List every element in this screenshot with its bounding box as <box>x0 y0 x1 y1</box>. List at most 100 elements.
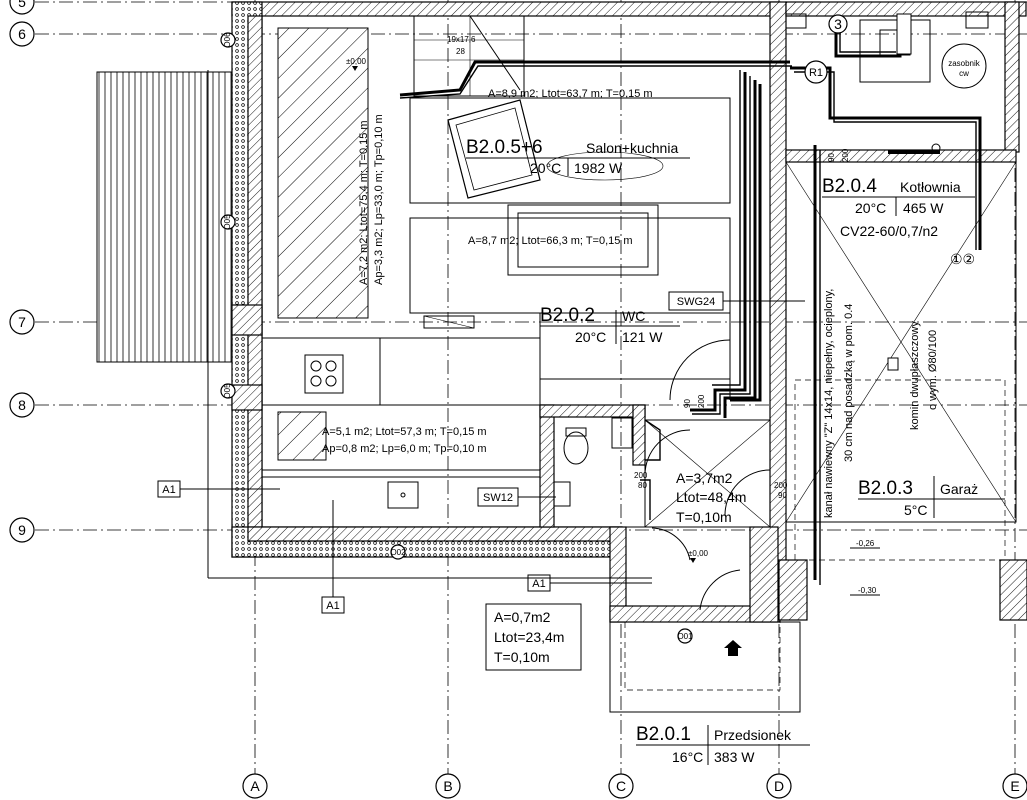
room-przedsionek-name: Przedsionek <box>714 727 792 743</box>
edge-zone-kitchen <box>277 411 327 461</box>
room-diagonals <box>644 161 1017 528</box>
room-label-przedsionek: B2.0.1 Przedsionek 16°C 383 W <box>636 724 810 765</box>
window-code-top: O06 <box>223 32 232 48</box>
zasobnik-label-2: cw <box>959 69 969 78</box>
grid-row-9: 9 <box>18 522 26 538</box>
salon-carpet <box>447 99 541 199</box>
room-wc-code: B2.0.2 <box>540 305 595 326</box>
note-kanal-2: 30 cm nad posadzką w pom. 0.4 <box>843 304 855 462</box>
loop-4-label-2: Ap=0,8 m2; Lp=6,0 m; Tp=0,10 m <box>322 443 487 455</box>
door-dim-d4-w: 90 <box>827 153 836 162</box>
loop-6-area: A=0,7m2 <box>494 609 551 625</box>
tag-sw12: SW12 <box>483 492 513 504</box>
doors <box>644 339 771 611</box>
door-dimensions: 200 80 200 90 90 200 90 200 <box>634 148 850 500</box>
loop-3-label-2: Ap=3,3 m2; Lp=33,0 m; Tp=0,10 m <box>373 114 385 285</box>
room-przedsionek-code: B2.0.1 <box>636 724 691 745</box>
tag-boxes: A1 A1 A1 SWG24 SW12 <box>157 70 805 614</box>
stairs: 19x17,6 28 <box>413 15 525 97</box>
room-przedsionek-power: 383 W <box>714 749 755 765</box>
door-dim-d1-w: 200 <box>634 471 648 480</box>
room-label-garaz: B2.0.3 Garaż 5°C <box>858 476 1005 518</box>
grid-col-bubbles: A B C D E <box>242 773 1027 799</box>
grid-col-e: E <box>1010 778 1019 794</box>
room-garaz-code: B2.0.3 <box>858 478 913 499</box>
door-dim-d2-w: 200 <box>774 481 788 490</box>
room-label-wc: B2.0.2 WC 20°C 121 W <box>540 305 680 345</box>
tag-circle-12: ①② <box>950 251 975 267</box>
tag-a1-left: A1 <box>162 484 175 496</box>
grid-col-b: B <box>443 778 452 794</box>
tag-r1: R1 <box>809 67 823 79</box>
note-kanal-1: kanał nawiewny "Z" 14x14, niepełny, ocie… <box>823 289 835 518</box>
room-wc-name: WC <box>622 308 645 324</box>
kitchen-fixtures <box>304 315 475 509</box>
notes: kanał nawiewny "Z" 14x14, niepełny, ocie… <box>823 289 939 518</box>
loop-5-spacing: T=0,10m <box>676 509 732 525</box>
loop-4-label-1: A=5,1 m2; Ltot=57,3 m; T=0,15 m <box>322 426 487 438</box>
door-dim-d3-h: 200 <box>697 394 706 408</box>
door-dim-d4-h: 200 <box>841 148 850 162</box>
room-wc-power: 121 W <box>622 329 663 345</box>
boiler-equipment: zasobnik cw <box>785 11 989 371</box>
loop-1-label: A=8,9 m2; Ltot=63,7 m; T=0,15 m <box>488 88 653 100</box>
heating-pipes <box>399 25 982 585</box>
door-dim-d2-h: 90 <box>778 491 787 500</box>
wc-fixtures <box>553 417 633 507</box>
tag-swg24: SWG24 <box>677 296 716 308</box>
loop-6-spacing: T=0,10m <box>494 649 550 665</box>
loop-5-length: Ltot=48,4m <box>676 489 746 505</box>
note-komin-2: o wym. Ø80/100 <box>927 330 939 410</box>
tag-a1-bottom: A1 <box>326 600 339 612</box>
level-entry: ±0,00 <box>688 549 709 558</box>
room-kotlownia-power: 465 W <box>903 200 944 216</box>
tag-a1-center: A1 <box>532 578 545 590</box>
room-garaz-temp: 5°C <box>904 502 928 518</box>
room-kotlownia-boiler: CV22-60/0,7/n2 <box>840 223 938 239</box>
note-komin-1: komin dwupłaszczowy <box>909 321 921 430</box>
tag-circle-3: 3 <box>834 16 842 32</box>
door-dim-d3-w: 90 <box>683 399 692 408</box>
door-dim-d1-h: 80 <box>638 481 647 490</box>
grid-row-bubbles: 5 6 7 8 9 <box>9 0 35 543</box>
window-code-bottom: O02 <box>390 548 406 557</box>
grid-row-8: 8 <box>18 397 26 413</box>
window-code-entry: O01 <box>677 632 693 641</box>
room-salon-code: B2.0.5+6 <box>466 137 543 158</box>
grid-col-c: C <box>616 778 626 794</box>
stairs-label-2: 28 <box>456 47 465 56</box>
grid-row-7: 7 <box>18 314 26 330</box>
room-salon-temp: 20°C <box>530 160 561 176</box>
grid-row-5: 5 <box>18 0 26 10</box>
level-garage-1: -0,26 <box>856 539 875 548</box>
loop-2-label: A=8,7 m2; Ltot=66,3 m; T=0,15 m <box>468 235 633 247</box>
level-marks: ±0,00 ±0,00 -0,26 -0,30 <box>346 57 880 596</box>
room-kotlownia-code: B2.0.4 <box>822 176 877 197</box>
circle-tags: R1 3 ①② <box>804 14 975 267</box>
edge-zone-salon <box>277 27 369 319</box>
room-kotlownia-name: Kotłownia <box>900 179 961 195</box>
zasobnik-label: zasobnik <box>948 59 981 68</box>
room-wc-temp: 20°C <box>575 329 606 345</box>
room-garaz-name: Garaż <box>940 481 978 497</box>
room-label-salon: B2.0.5+6 Salon+kuchnia 20°C 1982 W <box>466 137 690 181</box>
room-salon-power: 1982 W <box>574 160 623 176</box>
grid-col-a: A <box>250 778 260 794</box>
room-kotlownia-temp: 20°C <box>855 200 886 216</box>
level-garage-2: -0,30 <box>858 586 877 595</box>
loop-3-label-1: A=7,2 m2; Ltot=75,4 m; T=0,15 m <box>358 120 370 285</box>
loop-labels: A=8,9 m2; Ltot=63,7 m; T=0,15 m A=8,7 m2… <box>322 88 746 671</box>
loop-6-length: Ltot=23,4m <box>494 629 564 645</box>
grid-row-6: 6 <box>18 26 26 42</box>
grid-col-d: D <box>774 778 784 794</box>
room-label-kotlownia: B2.0.4 Kotłownia 20°C 465 W CV22-60/0,7/… <box>822 176 975 239</box>
window-codes: O06 O05 O05 O02 O01 <box>220 32 742 656</box>
room-przedsionek-temp: 16°C <box>672 749 703 765</box>
terrace-deck <box>96 71 235 363</box>
window-code-low: O05 <box>223 383 232 399</box>
stairs-label: 19x17,6 <box>447 35 476 44</box>
loop-5-area: A=3,7m2 <box>676 470 733 486</box>
window-code-mid: O05 <box>223 214 232 230</box>
level-top: ±0,00 <box>346 57 367 66</box>
